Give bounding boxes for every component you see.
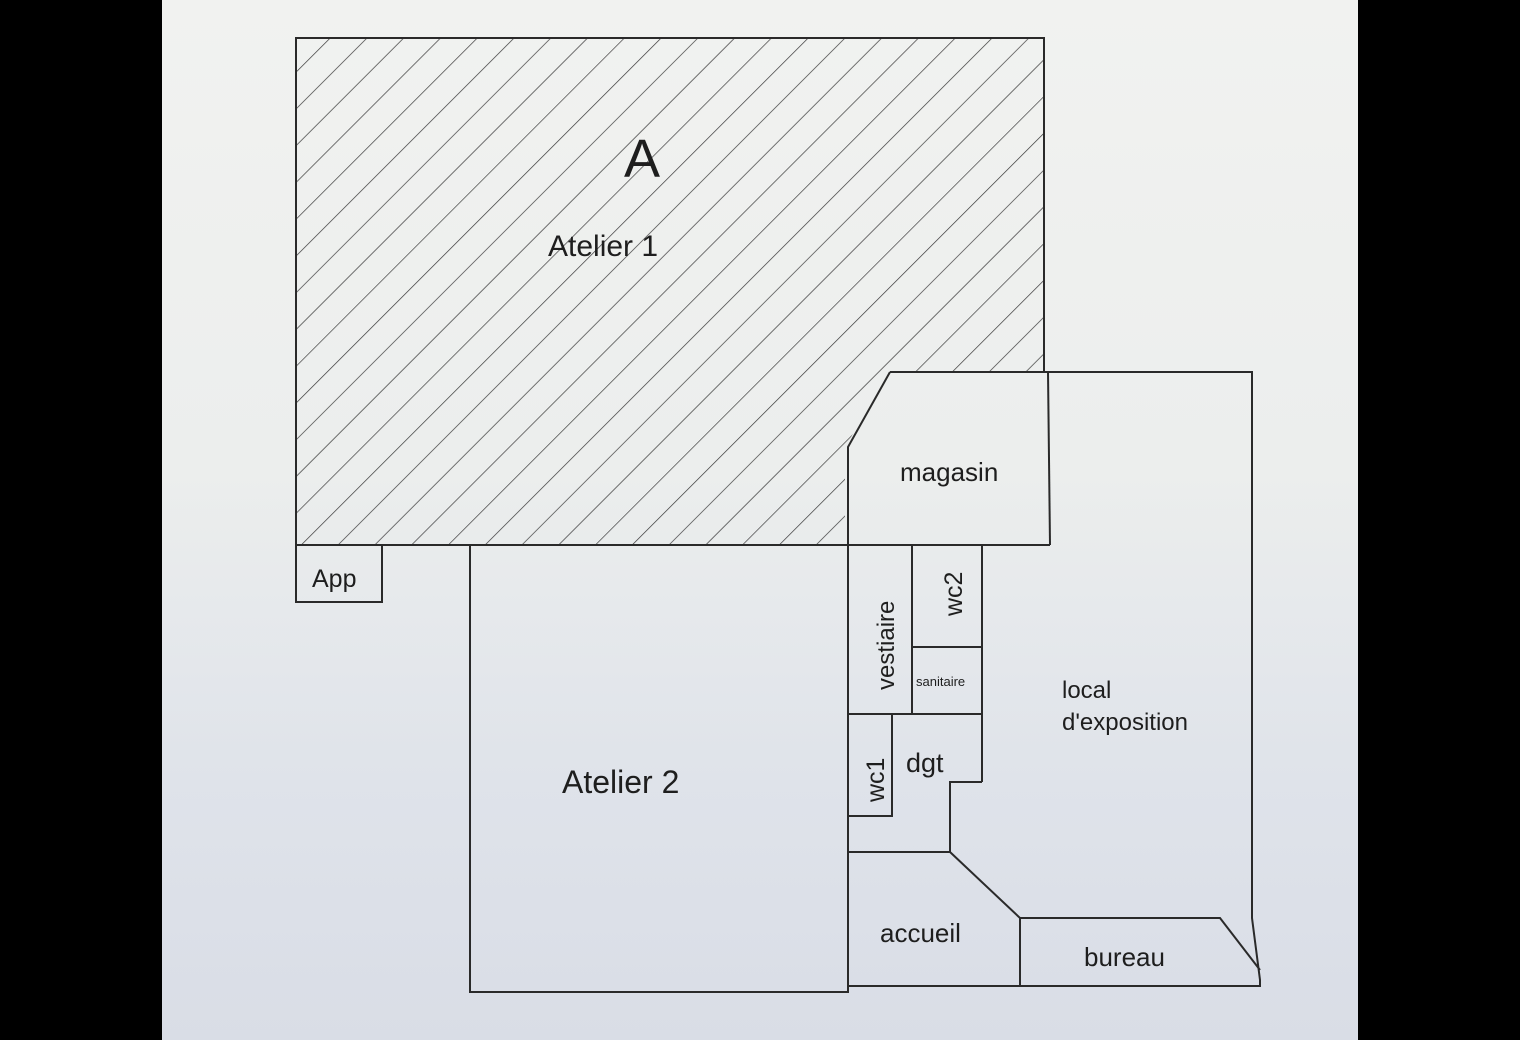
wc2-label: wc2 xyxy=(940,572,968,617)
magasin-label: magasin xyxy=(900,457,998,487)
bureau-label: bureau xyxy=(1084,942,1165,972)
atelier-2-label: Atelier 2 xyxy=(562,764,679,800)
local-exposition-label-line1: local xyxy=(1062,677,1111,704)
wc1-label: wc1 xyxy=(862,758,890,803)
atelier-1-label: Atelier 1 xyxy=(548,230,658,263)
app-label: App xyxy=(312,565,356,593)
dgt-label: dgt xyxy=(906,748,944,778)
local-exposition-label-line2: d'exposition xyxy=(1062,709,1188,736)
sanitaire-label: sanitaire xyxy=(916,674,965,689)
accueil-label: accueil xyxy=(880,918,961,948)
vestiaire-label: vestiaire xyxy=(873,601,900,690)
zone-letter-label: A xyxy=(624,129,660,189)
walls xyxy=(295,371,1261,993)
